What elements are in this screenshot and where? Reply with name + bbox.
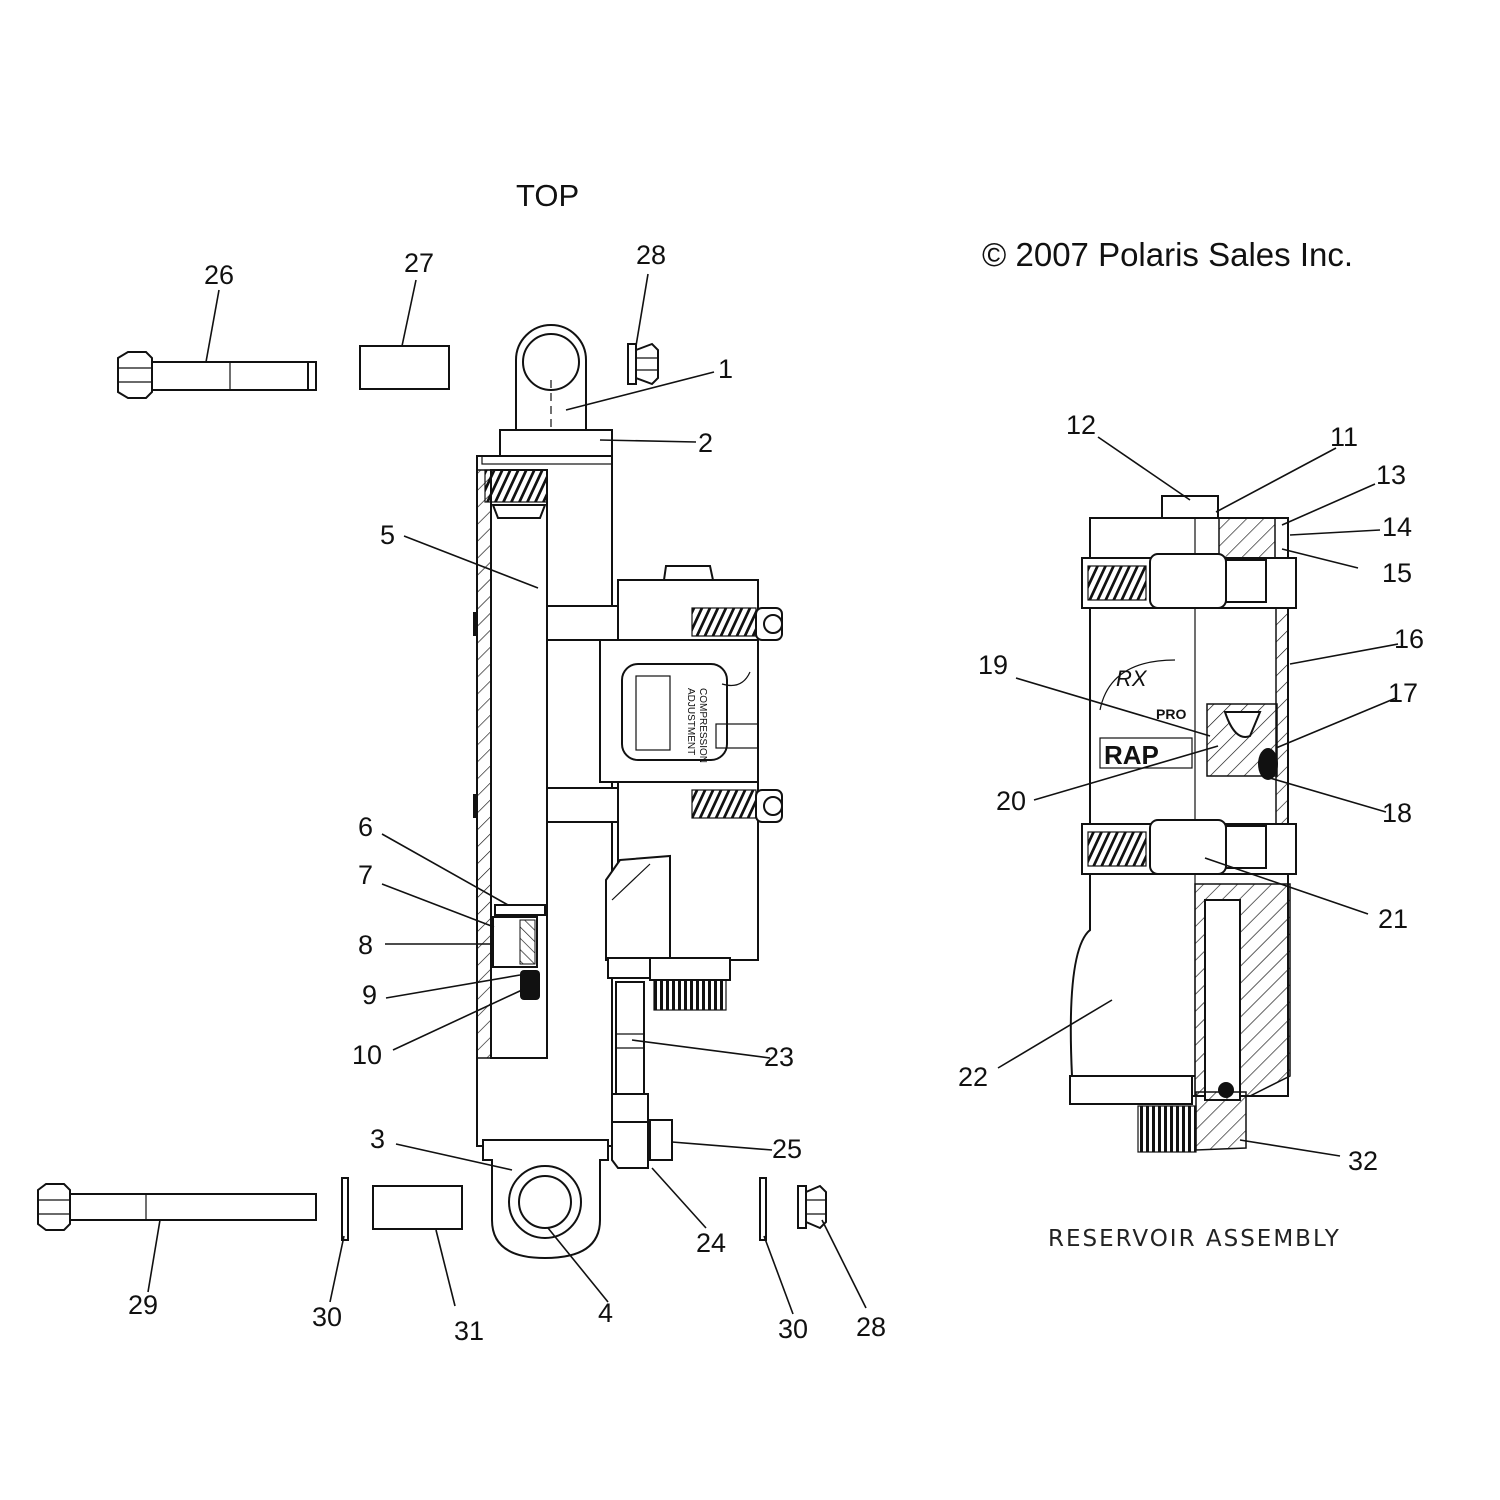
callout-23: 23 xyxy=(764,1042,794,1072)
callout-29: 29 xyxy=(128,1290,158,1320)
callout-28-bottom: 28 xyxy=(856,1312,886,1342)
reservoir-caption: RESERVOIR ASSEMBLY xyxy=(1048,1226,1341,1252)
callout-21: 21 xyxy=(1378,904,1408,934)
svg-text:PRO: PRO xyxy=(1156,706,1186,722)
callout-14: 14 xyxy=(1382,512,1412,542)
callout-20: 20 xyxy=(996,786,1026,816)
callout-28-top: 28 xyxy=(636,240,666,270)
part-28-nut-bottom xyxy=(797,1184,827,1230)
callout-6: 6 xyxy=(358,812,373,842)
part-26-bolt xyxy=(117,351,317,399)
callout-30-right: 30 xyxy=(778,1314,808,1344)
callout-22: 22 xyxy=(958,1062,988,1092)
copyright-notice: © 2007 Polaris Sales Inc. xyxy=(982,236,1353,273)
part-31-spacer xyxy=(372,1185,463,1230)
callout-30-left: 30 xyxy=(312,1302,342,1332)
svg-text:RX: RX xyxy=(1116,666,1148,691)
reservoir-clamp-lower xyxy=(691,789,783,823)
reservoir-clamp-top xyxy=(1081,553,1297,609)
callout-3: 3 xyxy=(370,1124,385,1154)
part-30-washer-right xyxy=(759,1177,767,1241)
part-27-spacer xyxy=(359,345,450,390)
callout-9: 9 xyxy=(362,980,377,1010)
svg-text:ADJUSTMENT: ADJUSTMENT xyxy=(685,688,696,755)
callout-27: 27 xyxy=(404,248,434,278)
diagram-title: TOP xyxy=(516,178,579,213)
callout-15: 15 xyxy=(1382,558,1412,588)
callout-5: 5 xyxy=(380,520,395,550)
shock-bottom-eyelet xyxy=(482,1139,609,1260)
shock-top-eyelet xyxy=(515,324,587,470)
reservoir-clamp-upper xyxy=(691,607,783,641)
callout-13: 13 xyxy=(1376,460,1406,490)
svg-text:RAP: RAP xyxy=(1104,740,1159,770)
callout-2: 2 xyxy=(698,428,713,458)
part-28-nut-top xyxy=(627,342,659,386)
callout-7: 7 xyxy=(358,860,373,890)
svg-text:COMPRESSION: COMPRESSION xyxy=(697,688,708,763)
callout-24: 24 xyxy=(696,1228,726,1258)
callout-12: 12 xyxy=(1066,410,1096,440)
callout-16: 16 xyxy=(1394,624,1424,654)
callout-18: 18 xyxy=(1382,798,1412,828)
shock-top-cap xyxy=(499,429,613,457)
reservoir-clamp-bottom xyxy=(1081,819,1297,875)
shock-reservoir: COMPRESSION ADJUSTMENT xyxy=(599,565,783,1011)
callout-26: 26 xyxy=(204,260,234,290)
callout-labels: 1 2 3 4 5 6 7 8 9 10 11 12 13 14 15 16 1… xyxy=(128,240,1424,1346)
callout-19: 19 xyxy=(978,650,1008,680)
callout-17: 17 xyxy=(1388,678,1418,708)
callout-11: 11 xyxy=(1330,422,1358,452)
callout-25: 25 xyxy=(772,1134,802,1164)
callout-32: 32 xyxy=(1348,1146,1378,1176)
callout-10: 10 xyxy=(352,1040,382,1070)
part-23-hose xyxy=(611,981,673,1169)
callout-1: 1 xyxy=(718,354,733,384)
callout-31: 31 xyxy=(454,1316,484,1346)
part-29-bolt xyxy=(37,1183,317,1231)
part-30-washer-left xyxy=(341,1177,349,1241)
callout-4: 4 xyxy=(598,1298,613,1328)
leader-lines xyxy=(147,273,1399,1315)
callout-8: 8 xyxy=(358,930,373,960)
reservoir-assembly-drawing: RX PRO RAP xyxy=(1069,495,1297,1153)
